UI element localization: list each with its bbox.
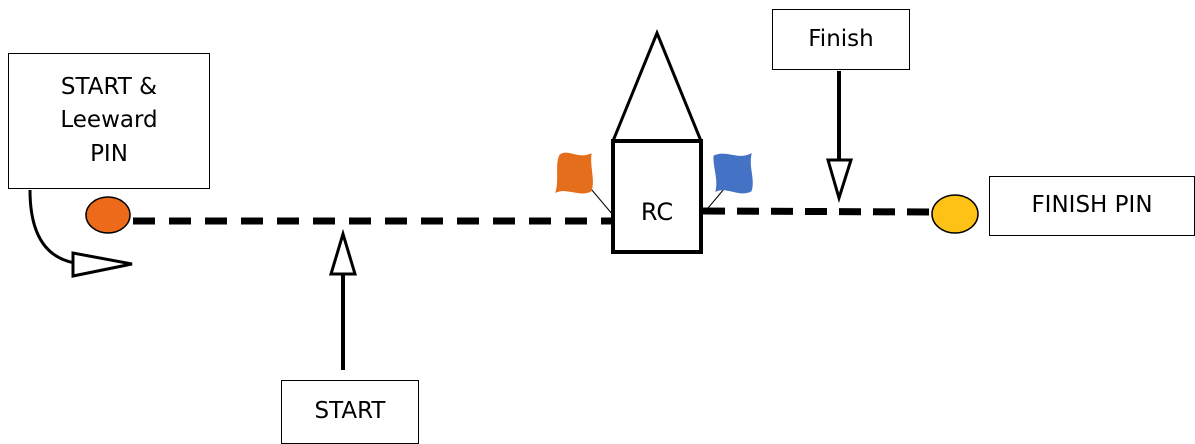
rounding-arrowhead <box>71 251 133 278</box>
start-leeward-line-3: PIN <box>90 140 128 167</box>
start-arrowhead <box>328 228 358 276</box>
start-leeward-line-2: Leeward <box>60 107 158 134</box>
rounding-arrow <box>28 189 76 265</box>
finish-label: Finish <box>772 9 910 70</box>
start-label-text: START <box>314 398 386 425</box>
orange-flag-pole <box>590 188 614 216</box>
rc-boat-bow <box>610 29 704 143</box>
finish-arrowhead <box>826 158 854 204</box>
blue-flag-pole <box>702 188 725 215</box>
blue-flag <box>713 153 753 194</box>
start-leeward-line-1: START & <box>60 73 158 100</box>
finish-line <box>702 207 933 216</box>
start-leeward-pin-label: START & Leeward PIN <box>8 53 210 189</box>
finish-pin-buoy <box>931 194 979 234</box>
rc-boat-hull <box>611 139 703 254</box>
finish-pin-label-text: FINISH PIN <box>1031 192 1153 219</box>
rc-label: RC <box>640 198 674 226</box>
finish-label-text: Finish <box>808 25 874 52</box>
start-label: START <box>281 380 419 444</box>
start-pin-buoy <box>85 196 131 234</box>
orange-flag <box>555 152 593 194</box>
finish-pin-label: FINISH PIN <box>989 176 1195 236</box>
